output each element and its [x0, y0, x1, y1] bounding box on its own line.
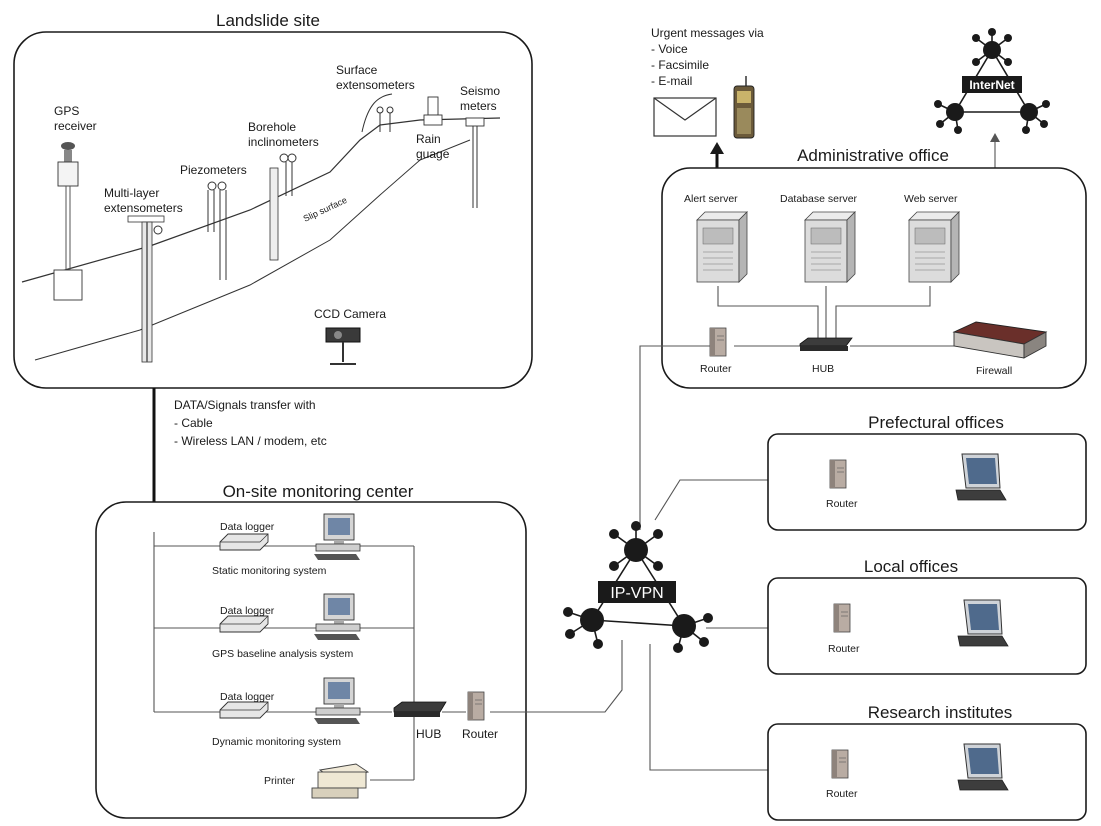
onsite-router-icon [467, 691, 485, 721]
admin-router-icon [709, 327, 727, 357]
multilayer-label-1: Multi-layer [104, 186, 159, 200]
urgent-line-2: - Voice [651, 42, 688, 56]
onsite-router-label: Router [462, 727, 498, 741]
borehole-label-2: inclinometers [248, 135, 319, 149]
admin-router-label: Router [700, 363, 732, 375]
rain-label-1: Rain [416, 132, 441, 146]
piezometer-icon [207, 181, 227, 280]
urgent-line-4: - E-mail [651, 74, 692, 88]
surface-label-2: extensometers [336, 78, 415, 92]
admin-vpn-link [639, 345, 710, 530]
local-title: Local offices [864, 557, 958, 576]
urgent-line-1: Urgent messages via [651, 26, 764, 40]
prefectural-offices-panel: Prefectural offices Router [767, 413, 1087, 531]
internet-arrowhead [990, 133, 1000, 142]
gps-label-2: receiver [54, 119, 97, 133]
seismo-label-1: Seismo [460, 84, 500, 98]
ip-vpn-label: IP-VPN [610, 585, 663, 602]
landslide-site-title: Landslide site [216, 11, 320, 30]
rain-gauge-icon [423, 96, 443, 126]
system-2-logger-label: Data logger [220, 605, 275, 617]
research-router-icon [831, 749, 849, 779]
onsite-hub-label: HUB [416, 727, 441, 741]
seismometer-icon [465, 117, 485, 208]
gps-label-1: GPS [54, 104, 79, 118]
transfer-line-2: - Cable [174, 416, 213, 430]
prefectural-title: Prefectural offices [868, 413, 1004, 432]
admin-office-panel: Administrative office Alert server Datab… [661, 146, 1087, 389]
onsite-monitoring-panel: On-site monitoring center Data logger St… [95, 482, 623, 819]
urgent-line-3: - Facsimile [651, 58, 709, 72]
printer-icon [311, 763, 370, 799]
borehole-inclinometer-icon [269, 153, 297, 261]
alert-server-icon [696, 211, 748, 283]
transfer-line-3: - Wireless LAN / modem, etc [174, 434, 327, 448]
onsite-title: On-site monitoring center [223, 482, 414, 501]
web-server-label: Web server [904, 193, 958, 205]
research-institutes-panel: Research institutes Router [767, 703, 1087, 821]
alert-arrowhead [710, 142, 724, 154]
ccd-camera-label: CCD Camera [314, 307, 386, 321]
system-3-logger-label: Data logger [220, 691, 275, 703]
internet-label: InterNet [969, 78, 1014, 92]
alert-server-label: Alert server [684, 193, 738, 205]
system-2-name: GPS baseline analysis system [212, 648, 353, 660]
ground-surface-line [21, 117, 501, 283]
data-logger-icon-2 [219, 615, 269, 633]
firewall-icon [952, 321, 1048, 359]
local-box [767, 577, 1087, 675]
data-logger-icon-3 [219, 701, 269, 719]
ccd-camera-icon [325, 327, 361, 365]
admin-hub-icon [799, 337, 853, 351]
internet-cloud-icon [934, 28, 1050, 134]
mobile-phone-icon [733, 76, 755, 139]
surface-extensometer-icon [361, 93, 394, 133]
local-offices-panel: Local offices Router [767, 557, 1087, 675]
admin-title: Administrative office [797, 146, 949, 165]
ip-vpn-network-icon [563, 521, 713, 653]
admin-hub-label: HUB [812, 363, 834, 375]
multilayer-extensometer-icon [127, 215, 165, 363]
research-box [767, 723, 1087, 821]
piezometers-label: Piezometers [180, 163, 247, 177]
data-logger-icon-1 [219, 533, 269, 551]
system-1-name: Static monitoring system [212, 565, 327, 577]
rain-label-2: guage [416, 147, 450, 161]
database-server-icon [804, 211, 856, 283]
slip-surface-line [34, 139, 471, 361]
web-server-icon [908, 211, 960, 283]
onsite-hub-icon [393, 701, 447, 717]
transfer-line-1: DATA/Signals transfer with [174, 398, 316, 412]
local-router-label: Router [828, 643, 860, 655]
system-3-name: Dynamic monitoring system [212, 736, 341, 748]
prefectural-router-label: Router [826, 498, 858, 510]
gps-receiver-icon [53, 142, 83, 301]
local-router-icon [833, 603, 851, 633]
surface-label-1: Surface [336, 63, 378, 77]
database-server-label: Database server [780, 193, 858, 205]
onsite-box [95, 501, 527, 819]
envelope-icon [653, 97, 717, 137]
prefectural-router-icon [829, 459, 847, 489]
research-title: Research institutes [868, 703, 1013, 722]
multilayer-label-2: extensometers [104, 201, 183, 215]
system-1-logger-label: Data logger [220, 521, 275, 533]
borehole-label-1: Borehole [248, 120, 296, 134]
prefectural-box [767, 433, 1087, 531]
research-router-label: Router [826, 788, 858, 800]
printer-label: Printer [264, 775, 295, 787]
firewall-label: Firewall [976, 365, 1012, 377]
seismo-label-2: meters [460, 99, 497, 113]
landslide-site-panel: Landslide site Slip surface GPS receiver… [13, 11, 533, 389]
